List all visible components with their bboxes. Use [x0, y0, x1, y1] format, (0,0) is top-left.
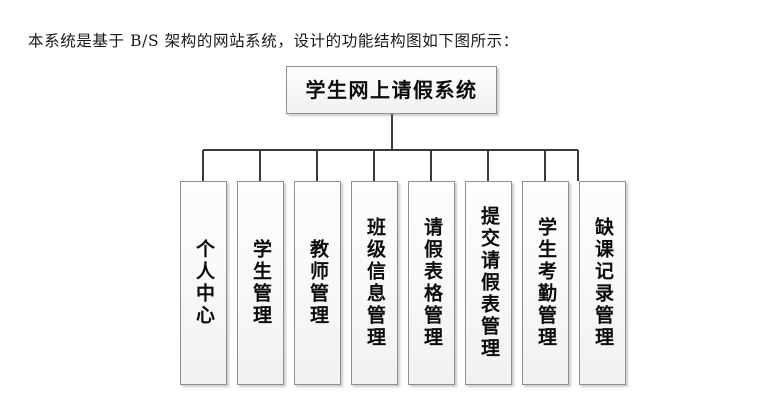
- node-leaf-label: 提交请假表管理: [478, 206, 500, 360]
- node-leaf-student-attendance-management[interactable]: 学生考勤管理: [522, 181, 569, 385]
- node-leaf-label: 缺课记录管理: [592, 217, 614, 349]
- node-leaf-label: 学生管理: [250, 239, 272, 327]
- node-leaf-submit-leave-form-management[interactable]: 提交请假表管理: [465, 181, 512, 385]
- node-leaf-label: 请假表格管理: [421, 217, 443, 349]
- node-leaf-label: 个人中心: [193, 239, 215, 327]
- intro-paragraph: 本系统是基于 B/S 架构的网站系统，设计的功能结构图如下图所示：: [28, 31, 519, 50]
- node-leaf-label: 教师管理: [307, 239, 329, 327]
- node-root-label: 学生网上请假系统: [305, 78, 478, 102]
- node-leaf-personal-center[interactable]: 个人中心: [180, 181, 227, 385]
- node-leaf-teacher-management[interactable]: 教师管理: [294, 181, 341, 385]
- node-leaf-label: 班级信息管理: [364, 217, 386, 349]
- node-leaf-class-info-management[interactable]: 班级信息管理: [351, 181, 398, 385]
- node-leaf-student-management[interactable]: 学生管理: [237, 181, 284, 385]
- node-leaf-leave-form-management[interactable]: 请假表格管理: [408, 181, 455, 385]
- node-leaf-label: 学生考勤管理: [535, 217, 557, 349]
- node-root[interactable]: 学生网上请假系统: [286, 66, 497, 114]
- node-leaf-absence-record-management[interactable]: 缺课记录管理: [579, 181, 626, 385]
